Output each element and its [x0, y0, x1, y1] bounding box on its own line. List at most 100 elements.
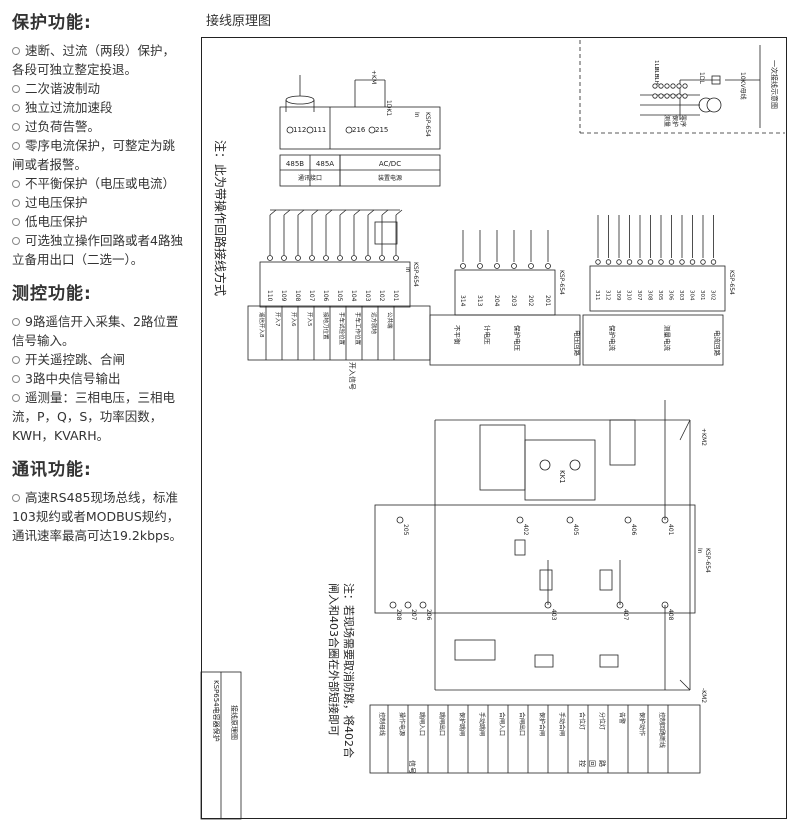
- op-function-label: 手动合闸: [558, 712, 566, 736]
- protection-item: 速断、过流（两段）保护，各段可独立整定投退。: [12, 41, 186, 79]
- breaker-symbol: [711, 75, 721, 85]
- i-terminal-circle: [658, 259, 664, 265]
- di-terminal-circle: [281, 255, 287, 261]
- v-terminal-label: 201: [544, 295, 551, 307]
- device-block-top: [279, 106, 441, 150]
- di-switch: [297, 209, 305, 216]
- v-label-table: [429, 314, 581, 366]
- op-terminal-label: 207: [410, 609, 417, 621]
- op-switch: [679, 679, 691, 691]
- di-input-label: 开入5: [306, 312, 313, 327]
- ct-coil: [670, 83, 676, 89]
- bullet-icon: [12, 123, 20, 131]
- i-label-protect: 保护电流: [608, 325, 617, 352]
- di-input-label: 远方就地: [370, 312, 378, 335]
- di-terminal-circle: [323, 255, 329, 261]
- bullet-icon: [12, 85, 20, 93]
- di-switch: [353, 209, 361, 216]
- i-terminal-circle: [637, 259, 643, 265]
- protection-item: 低电压保护: [12, 212, 186, 231]
- comm-title: 通讯功能:: [12, 460, 92, 480]
- op-function-label: 跳闸入口: [418, 712, 426, 736]
- comm-under-label: 通讯接口: [298, 174, 322, 182]
- di-input-label: 开入7: [274, 312, 281, 327]
- di-in-label: In: [404, 267, 411, 273]
- protection-item-text: 不平衡保护（电压或电流）: [25, 176, 176, 191]
- trip-coil: [534, 654, 554, 668]
- bullet-icon: [12, 375, 20, 383]
- di-device-label: KSP-654: [412, 262, 419, 287]
- bullet-icon: [12, 199, 20, 207]
- v-label: 计电压: [483, 325, 492, 345]
- protection-item: 过负荷告警。: [12, 117, 186, 136]
- op-function-label: 操作电源: [398, 712, 406, 736]
- v-terminal-circle: [545, 263, 551, 269]
- di-switch: [283, 209, 291, 216]
- di-switch: [381, 209, 389, 216]
- side-subtitle: 接线原理图: [230, 705, 239, 740]
- terminal-label: 111: [313, 126, 326, 134]
- i-terminal-label: 305: [657, 290, 663, 301]
- transformer-symbol: [706, 97, 722, 113]
- v-terminal-circle: [477, 263, 483, 269]
- comm-list: 高速RS485现场总线，标准103规约或者MODBUS规约，通讯速率最高可达19…: [12, 488, 186, 545]
- ct-coil: [664, 93, 670, 99]
- di-terminal-label: 104: [350, 290, 357, 302]
- measure-item-text: 遥测量：三相电压，三相电流，P，Q，S，功率因数，KWH，KVARH。: [12, 390, 176, 443]
- op-group-label: 回: [588, 760, 596, 767]
- i-terminal-row: [589, 265, 726, 312]
- i-label-table: [582, 314, 724, 366]
- ct-coil: [658, 83, 664, 89]
- power-cell-acdc: AC/DC: [379, 160, 401, 168]
- op-terminal-label: 405: [572, 524, 579, 536]
- ct-coil: [682, 93, 688, 99]
- protection-item: 过电压保护: [12, 193, 186, 212]
- v-terminal-circle: [511, 263, 517, 269]
- di-terminal-label: 105: [336, 290, 343, 302]
- di-terminal-label: 102: [378, 290, 385, 302]
- ct-label: 1LH: [653, 60, 659, 71]
- i-terminal-label: 309: [615, 290, 621, 301]
- protection-section: 保护功能: 速断、过流（两段）保护，各段可独立整定投退。二次谐波制动独立过流加速…: [12, 8, 186, 269]
- i-terminal-circle: [700, 259, 706, 265]
- i-terminal-label: 302: [710, 290, 716, 301]
- di-input-label: 手车工作位置: [354, 312, 362, 346]
- di-terminal-circle: [365, 255, 371, 261]
- protection-item: 不平衡保护（电压或电流）: [12, 174, 186, 193]
- op-terminal-label: 406: [630, 524, 637, 536]
- measure-item-text: 3路中央信号输出: [25, 371, 121, 386]
- op-function-label: 控制回路断线: [658, 712, 666, 748]
- ct-coil: [682, 83, 688, 89]
- op-right-box: [609, 419, 636, 466]
- di-terminal-label: 109: [280, 290, 287, 302]
- protection-list: 速断、过流（两段）保护，各段可独立整定投退。二次谐波制动独立过流加速段过负荷告警…: [12, 41, 186, 269]
- op-terminal-circle: [419, 601, 427, 609]
- relay-coil: [539, 569, 553, 591]
- di-input-label: 开入6: [290, 312, 297, 327]
- i-terminal-label: 307: [636, 290, 642, 301]
- di-switch: [395, 209, 403, 216]
- di-terminal-label: 101: [392, 290, 399, 302]
- op-function-label: 保护动作: [638, 712, 646, 736]
- i-terminal-circle: [605, 259, 612, 265]
- i-terminal-circle: [710, 259, 717, 265]
- bullet-icon: [12, 104, 20, 112]
- op-device-label: KSP-654: [704, 548, 711, 573]
- di-switch: [311, 209, 319, 216]
- v-group-label: 电压回路: [573, 330, 582, 357]
- di-input-label: 手车试验位置: [338, 312, 346, 346]
- i-terminal-label: 308: [647, 290, 653, 301]
- protection-item-text: 零序电流保护，可整定为跳闸或者报警。: [12, 138, 176, 172]
- op-inner-box: [479, 424, 526, 491]
- protection-item-text: 过电压保护: [25, 195, 88, 210]
- terminal-label: 112: [293, 126, 306, 134]
- op-function-label: 合闸入口: [498, 712, 506, 736]
- comm-section: 通讯功能: 高速RS485现场总线，标准103规约或者MODBUS规约，通讯速率…: [12, 455, 186, 545]
- i-terminal-circle: [679, 259, 685, 265]
- op-terminal-circle: [624, 516, 632, 524]
- v-terminal-row: [454, 269, 556, 316]
- kk-contact: [539, 459, 551, 471]
- di-switch: [269, 209, 277, 216]
